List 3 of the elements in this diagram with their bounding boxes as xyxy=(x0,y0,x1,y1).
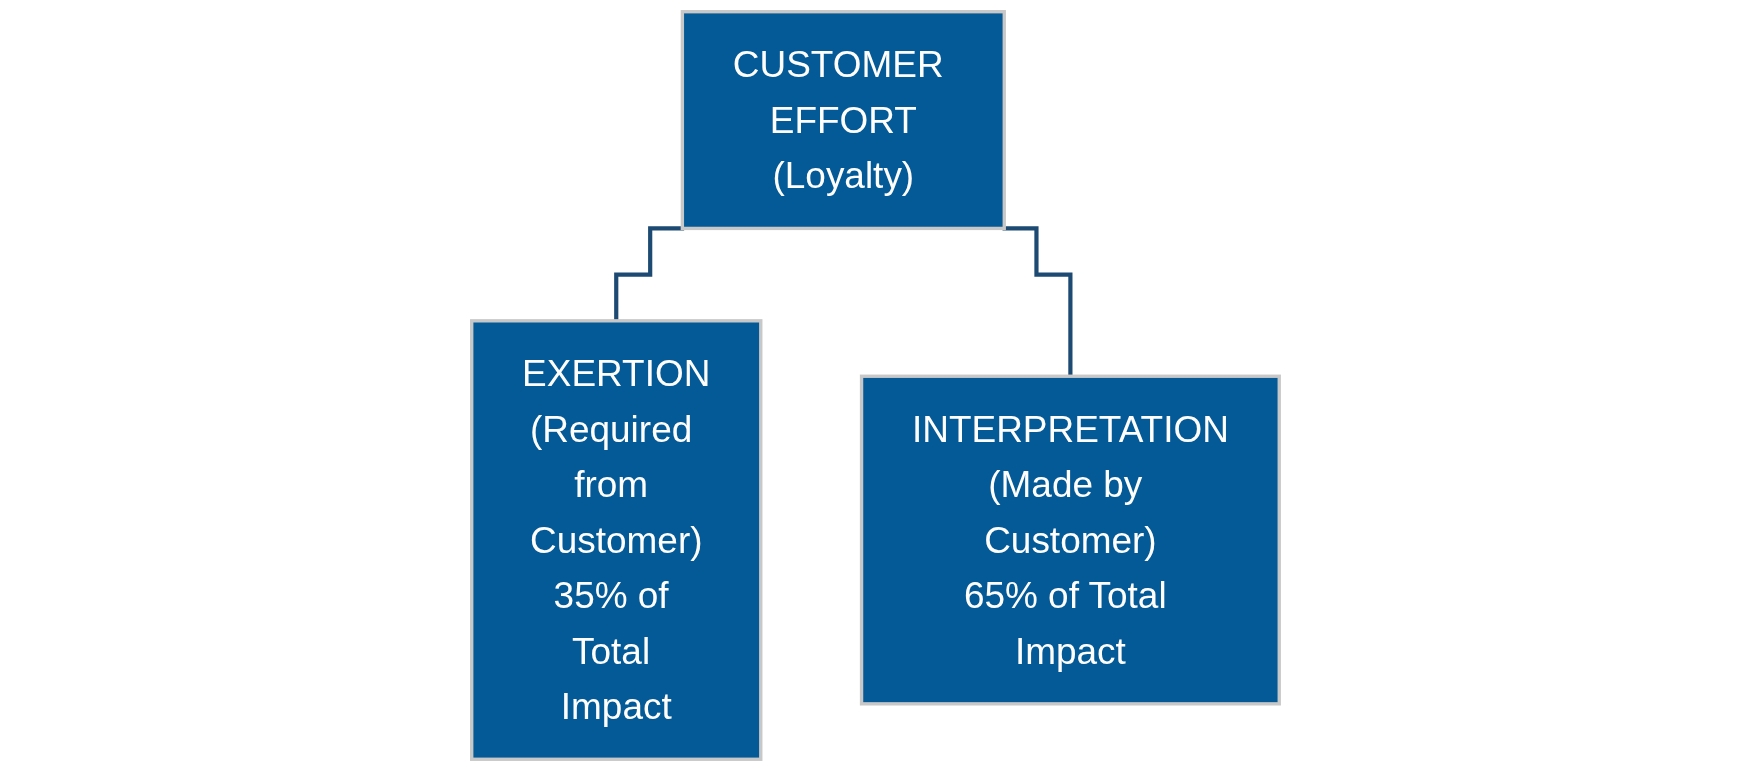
node-box: CUSTOMER EFFORT (Loyalty) xyxy=(680,10,1006,231)
node-box: EXERTION (Required from Customer) 35% of Total Impact xyxy=(469,319,762,761)
node-box: INTERPRETATION (Made by Customer) 65% of Total Impact xyxy=(859,374,1281,706)
